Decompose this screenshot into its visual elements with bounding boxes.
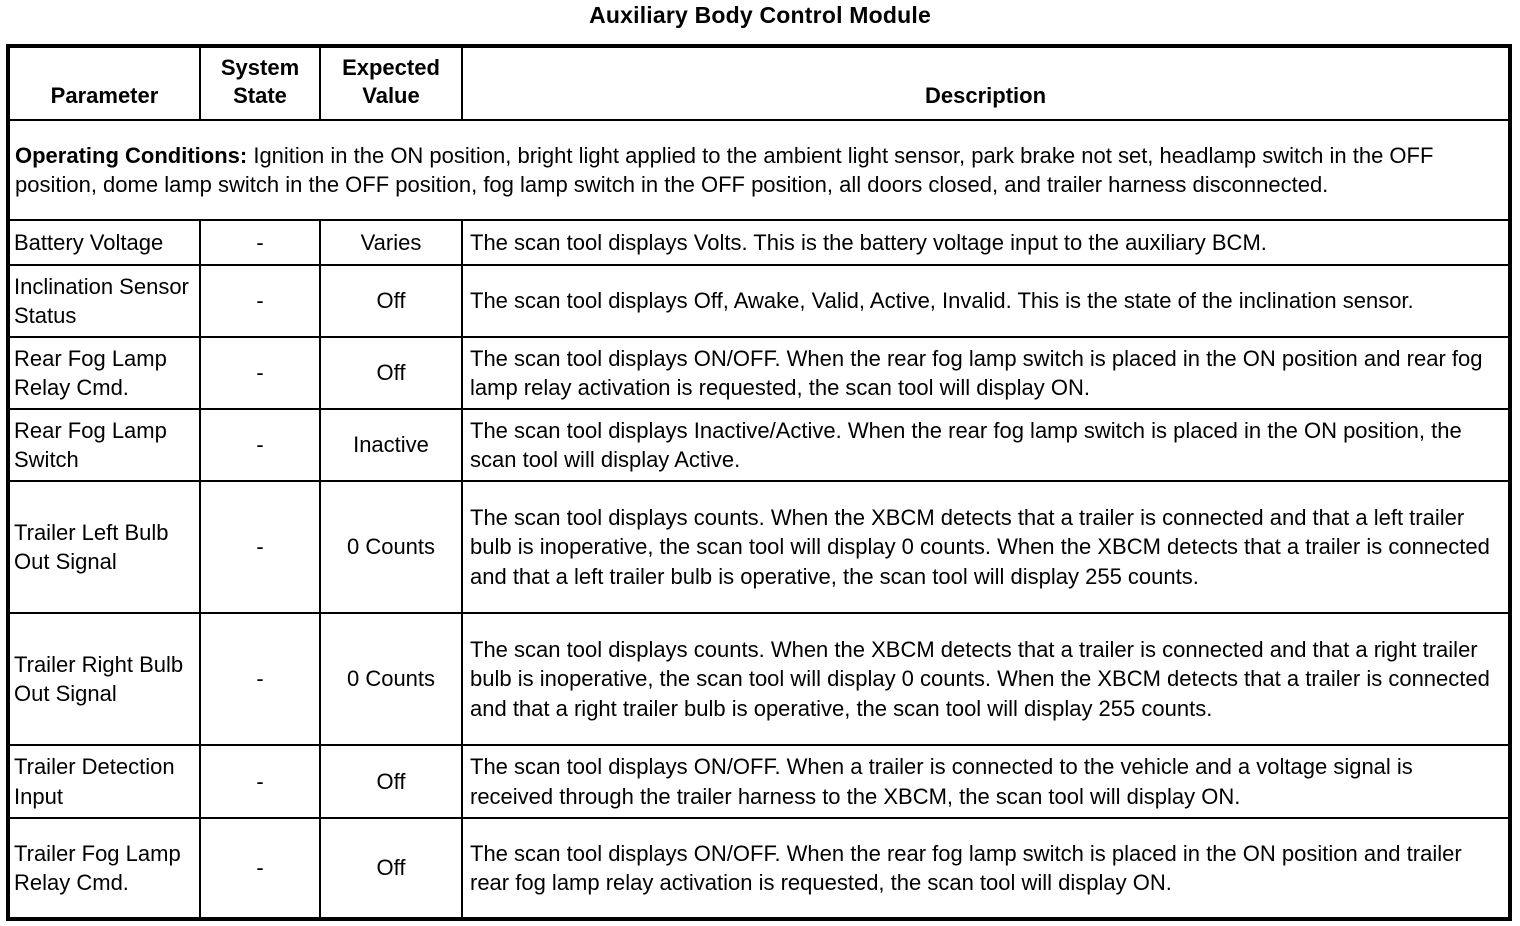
header-system-state: System State: [199, 45, 321, 121]
description-cell: The scan tool displays ON/OFF. When the …: [461, 817, 1511, 920]
page-title: Auxiliary Body Control Module: [589, 2, 931, 28]
parameter-cell: Trailer Detection Input: [7, 744, 201, 819]
table-row: Trailer Detection Input - Off The scan t…: [7, 744, 1511, 819]
table-row: Trailer Fog Lamp Relay Cmd. - Off The sc…: [7, 817, 1511, 920]
expected-value-cell: Varies: [319, 219, 463, 266]
description-cell: The scan tool displays Off, Awake, Valid…: [461, 264, 1511, 338]
expected-value-cell: Off: [319, 744, 463, 819]
expected-value-cell: Off: [319, 336, 463, 410]
parameter-cell: Rear Fog Lamp Switch: [7, 408, 201, 482]
system-state-cell: -: [199, 612, 321, 746]
expected-value-cell: Off: [319, 264, 463, 338]
expected-value-cell: Off: [319, 817, 463, 920]
description-cell: The scan tool displays ON/OFF. When the …: [461, 336, 1511, 410]
table-row: Rear Fog Lamp Relay Cmd. - Off The scan …: [7, 336, 1511, 410]
system-state-cell: -: [199, 336, 321, 410]
system-state-cell: -: [199, 480, 321, 614]
expected-value-cell: 0 Counts: [319, 480, 463, 614]
system-state-cell: -: [199, 408, 321, 482]
parameter-cell: Trailer Fog Lamp Relay Cmd.: [7, 817, 201, 920]
table-row: Trailer Right Bulb Out Signal - 0 Counts…: [7, 612, 1511, 746]
description-cell: The scan tool displays counts. When the …: [461, 480, 1511, 614]
parameter-cell: Battery Voltage: [7, 219, 201, 266]
header-description: Description: [461, 45, 1511, 121]
expected-value-cell: 0 Counts: [319, 612, 463, 746]
system-state-cell: -: [199, 219, 321, 266]
header-expected-value: Expected Value: [319, 45, 463, 121]
parameter-cell: Inclination Sensor Status: [7, 264, 201, 338]
table-row: Inclination Sensor Status - Off The scan…: [7, 264, 1511, 338]
expected-value-cell: Inactive: [319, 408, 463, 482]
operating-conditions-text: Ignition in the ON position, bright ligh…: [15, 142, 1434, 197]
system-state-cell: -: [199, 817, 321, 920]
header-row: Parameter System State Expected Value De…: [7, 45, 1511, 121]
table-row: Rear Fog Lamp Switch - Inactive The scan…: [7, 408, 1511, 482]
system-state-cell: -: [199, 744, 321, 819]
description-cell: The scan tool displays Volts. This is th…: [461, 219, 1511, 266]
parameter-cell: Rear Fog Lamp Relay Cmd.: [7, 336, 201, 410]
table-header: Parameter System State Expected Value De…: [7, 45, 1511, 121]
parameter-cell: Trailer Left Bulb Out Signal: [7, 480, 201, 614]
header-parameter: Parameter: [7, 45, 201, 121]
parameter-table: Parameter System State Expected Value De…: [6, 44, 1512, 921]
parameter-cell: Trailer Right Bulb Out Signal: [7, 612, 201, 746]
description-cell: The scan tool displays Inactive/Active. …: [461, 408, 1511, 482]
operating-conditions-label: Operating Conditions:: [15, 142, 248, 168]
table-row: Battery Voltage - Varies The scan tool d…: [7, 219, 1511, 266]
table-row: Trailer Left Bulb Out Signal - 0 Counts …: [7, 480, 1511, 614]
system-state-cell: -: [199, 264, 321, 338]
description-cell: The scan tool displays ON/OFF. When a tr…: [461, 744, 1511, 819]
operating-conditions-cell: Operating Conditions: Ignition in the ON…: [7, 119, 1511, 221]
operating-conditions-row: Operating Conditions: Ignition in the ON…: [7, 119, 1511, 221]
description-cell: The scan tool displays counts. When the …: [461, 612, 1511, 746]
